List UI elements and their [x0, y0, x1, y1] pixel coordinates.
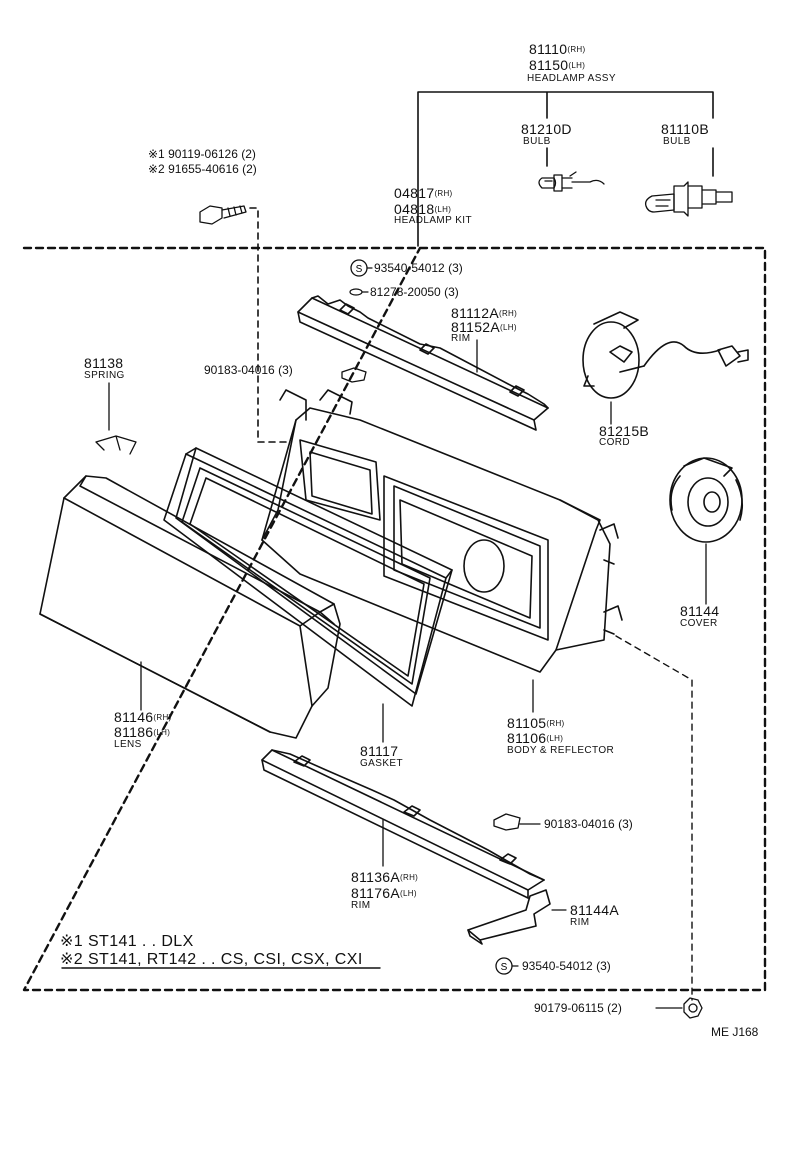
screw-symbol-top-letter: S — [356, 264, 363, 275]
spring-shape — [95, 435, 137, 455]
bulb-large-pn: 81110B — [661, 121, 709, 137]
headlamp-kit-pn-rh: 04817(RH) — [394, 185, 453, 201]
nut-dashed-leader — [615, 635, 693, 1001]
lens-pn-lh: 81186(LH) — [114, 724, 171, 740]
screw-note-2: ※2 91655-40616 (2) — [148, 162, 257, 176]
gasket-pn: 81117 — [360, 743, 399, 759]
lens-pn-rh: 81146(RH) — [114, 709, 172, 725]
headlamp-kit-pn-lh: 04818(LH) — [394, 201, 452, 217]
bulb-small — [538, 171, 605, 192]
headlamp-assy-pn-lh: 81150(LH) — [529, 57, 586, 73]
lens-shape — [39, 475, 341, 739]
nut-text: 90179-06115 (2) — [534, 1001, 622, 1015]
cover-shape — [669, 457, 744, 543]
legend-line-1: ※1 ST141 . . DLX — [60, 933, 194, 950]
rim-lower-shape — [261, 749, 545, 899]
bulb-large-name: BULB — [663, 136, 691, 147]
screw-top-text: 93540-54012 (3) — [374, 261, 463, 275]
screw-top-left — [199, 205, 247, 225]
gasket-shape — [163, 447, 453, 707]
rim-upper-name: RIM — [451, 333, 471, 344]
body-reflector-pn-lh: 81106(LH) — [507, 730, 564, 746]
body-reflector-pn-rh: 81105(RH) — [507, 715, 565, 731]
body-reflector-shape — [261, 389, 623, 673]
rim-small-pn: 81144A — [570, 902, 620, 918]
body-reflector-name: BODY & REFLECTOR — [507, 745, 615, 756]
figure-code: ME J168 — [711, 1025, 759, 1039]
washer-text: 81278-20050 (3) — [370, 285, 459, 299]
cord-pn: 81215B — [599, 423, 650, 439]
cord-name: CORD — [599, 437, 631, 448]
screw-bottom-text: 93540-54012 (3) — [522, 959, 611, 973]
lens-name: LENS — [114, 739, 142, 750]
screw-note-1: ※1 90119-06126 (2) — [148, 147, 256, 161]
clip-upper-shape — [341, 367, 367, 383]
bulb-small-pn: 81210D — [521, 121, 572, 137]
spring-pn: 81138 — [84, 355, 124, 371]
assy-tree-lines — [417, 91, 714, 247]
rim-lower-pn-rh: 81136A(RH) — [351, 869, 419, 885]
rim-small-name: RIM — [570, 917, 590, 928]
washer-shape — [349, 288, 363, 296]
bulb-large — [644, 181, 733, 217]
cord-shape — [582, 311, 749, 399]
rim-upper-shape — [297, 295, 549, 431]
gasket-name: GASKET — [360, 758, 403, 769]
clip-upper-text: 90183-04016 (3) — [204, 363, 293, 377]
kit-boundary — [22, 246, 767, 992]
rim-upper-pn-rh: 81112A(RH) — [451, 305, 518, 321]
headlamp-kit-name: HEADLAMP KIT — [394, 215, 472, 226]
cover-name: COVER — [680, 618, 718, 629]
spring-name: SPRING — [84, 370, 125, 381]
clip-lower-text: 90183-04016 (3) — [544, 817, 633, 831]
rim-upper-pn-lh: 81152A(LH) — [451, 319, 517, 335]
bulb-small-name: BULB — [523, 136, 551, 147]
rim-lower-pn-lh: 81176A(LH) — [351, 885, 417, 901]
screw-dashed-leader — [249, 207, 287, 443]
legend-line-2: ※2 ST141, RT142 . . CS, CSI, CSX, CXI — [60, 951, 363, 968]
rim-small-shape — [467, 889, 551, 945]
nut-shape — [683, 997, 703, 1019]
rim-lower-name: RIM — [351, 900, 371, 911]
headlamp-assy-pn-rh: 81110(RH) — [529, 41, 586, 57]
screw-symbol-bottom-letter: S — [501, 962, 508, 973]
headlamp-assy-name: HEADLAMP ASSY — [527, 73, 616, 84]
cover-pn: 81144 — [680, 603, 720, 619]
clip-lower-shape — [493, 813, 521, 831]
